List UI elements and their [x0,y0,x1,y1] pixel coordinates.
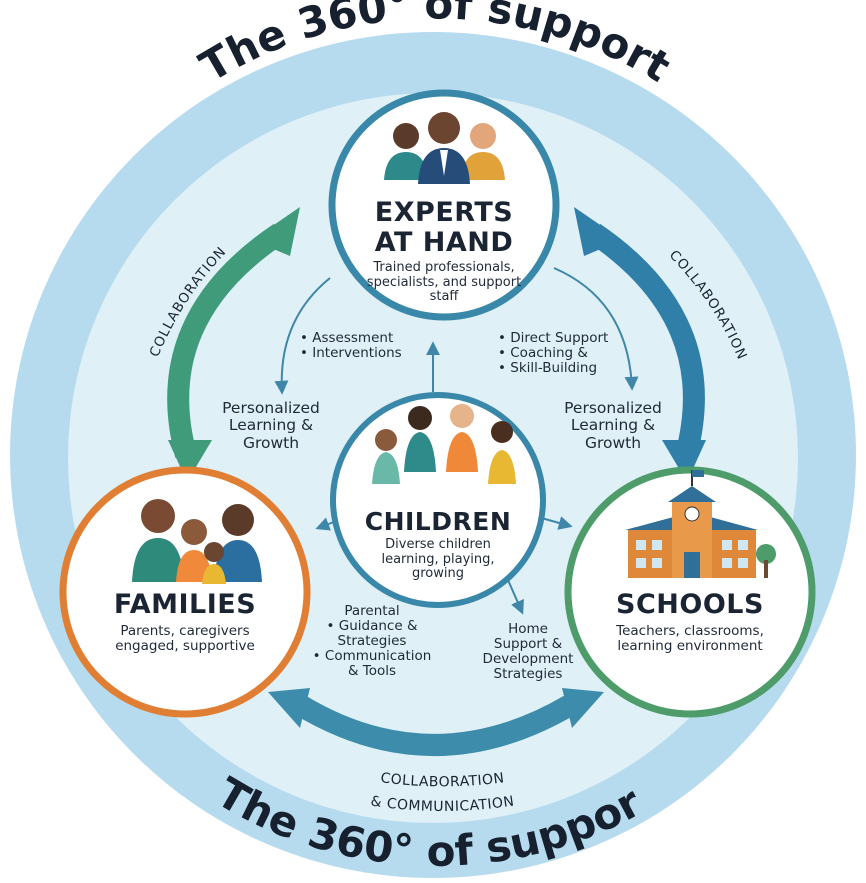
children-group-icon [372,404,516,484]
experts-to-schools-label: • Direct Support • Coaching & • Skill-Bu… [498,330,609,377]
children-to-families-label: Parental • Guidance & Strategies • Commu… [312,603,432,680]
collaboration-label-bottom-2: & COMMUNICATION [370,793,516,814]
collaboration-label-bottom-1: COLLABORATION [380,770,506,790]
professionals-group-icon [384,112,505,184]
children-title: CHILDREN [364,507,512,536]
collaboration-arrow-bottom [268,688,604,756]
experts-title-line2: AT HAND [374,227,514,258]
families-subtitle: Parents, caregivers engaged, supportive [115,623,255,655]
experts-to-families-label: • Assessment • Interventions [300,330,402,362]
arrow-children-to-home [507,579,524,615]
experts-node [328,89,560,321]
schools-subtitle: Teachers, classrooms, learning environme… [616,623,764,655]
personalized-label-left: Personalized Learning & Growth [222,399,320,452]
family-group-icon [132,499,262,584]
arrow-experts-to-left [274,277,331,395]
experts-title-line1: EXPERTS [374,197,514,228]
collaboration-arrow-right [574,207,706,482]
children-subtitle: Diverse children learning, playing, grow… [381,537,495,582]
experts-subtitle: Trained professionals, specialists, and … [366,260,522,305]
schools-title: SCHOOLS [616,589,764,620]
arrow-experts-to-right [553,267,639,391]
collaboration-arrow-left [167,207,300,482]
school-building-icon [625,470,776,578]
children-to-schools-label: Home Support & Development Strategies [482,621,574,683]
families-title: FAMILIES [113,589,257,620]
personalized-label-right: Personalized Learning & Growth [564,399,662,452]
